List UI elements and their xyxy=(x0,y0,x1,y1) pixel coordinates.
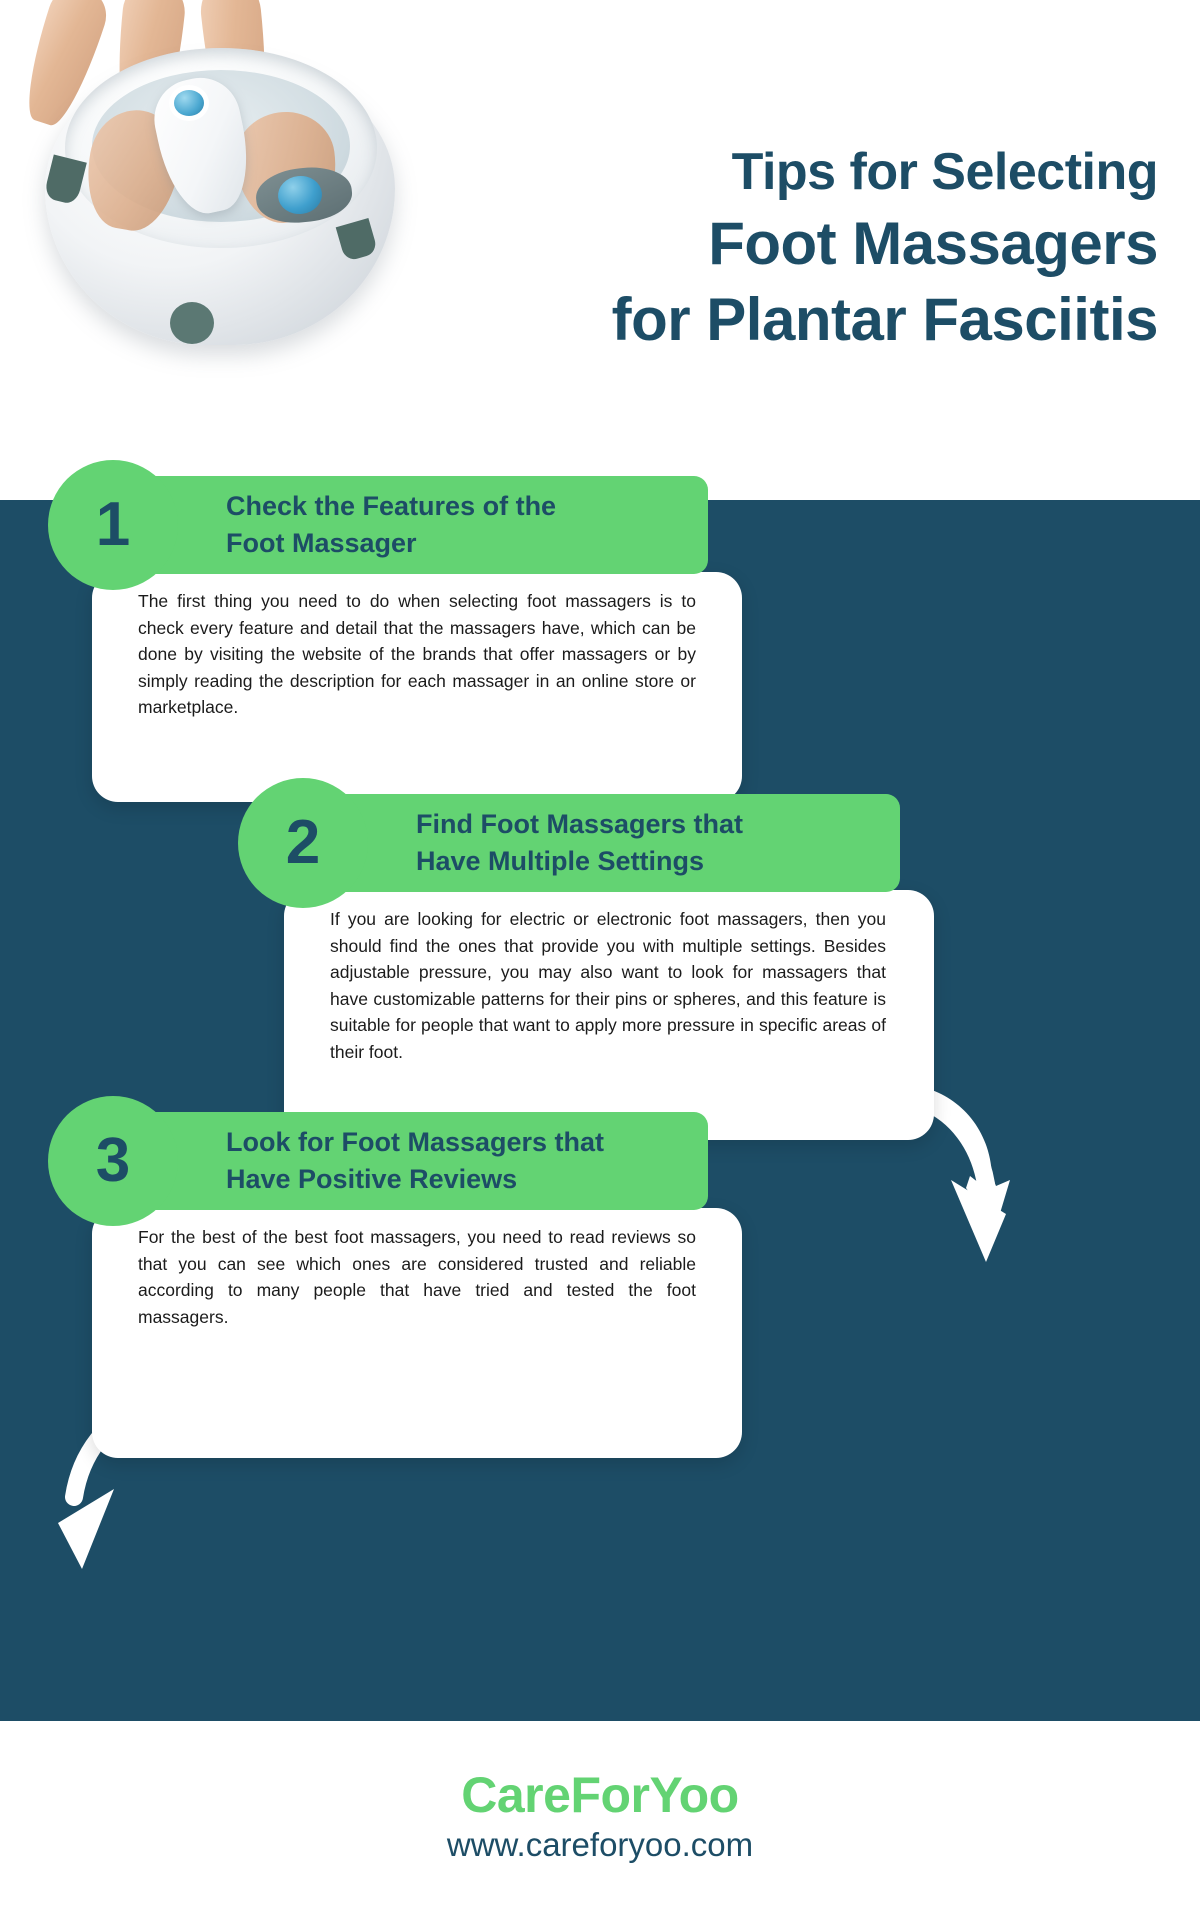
blue-jet-knob xyxy=(174,90,204,116)
step-body-text: The first thing you need to do when sele… xyxy=(138,591,696,718)
step-heading-line-1: Find Foot Massagers that xyxy=(416,809,744,840)
title-line-2: Foot Massagers xyxy=(708,210,1158,277)
step-body-text: For the best of the best foot massagers,… xyxy=(138,1227,696,1327)
step-card-2: Find Foot Massagers that Have Multiple S… xyxy=(0,778,1200,1140)
step-number-badge: 2 xyxy=(238,778,368,908)
step-card-body xyxy=(92,1208,742,1458)
step-card-body xyxy=(284,890,934,1140)
brand-website-url[interactable]: www.careforyoo.com xyxy=(446,1825,754,1863)
step-heading-line-1: Look for Foot Massagers that xyxy=(226,1127,605,1158)
tub-leg-bottom xyxy=(170,302,214,344)
step-card-1: Check the Features of the Foot Massager … xyxy=(0,460,1200,802)
steps-section: Check the Features of the Foot Massager … xyxy=(0,460,1200,1721)
step-header-bar: Find Foot Massagers that Have Multiple S… xyxy=(298,794,900,892)
step-header-bar: Look for Foot Massagers that Have Positi… xyxy=(108,1112,708,1210)
step-header-bar: Check the Features of the Foot Massager xyxy=(108,476,708,574)
step-number: 3 xyxy=(95,1126,131,1195)
footer-section: CareForYoo www.careforyoo.com xyxy=(0,1721,1200,1912)
step-heading: Check the Features of the Foot Massager xyxy=(226,488,556,561)
foot-spa-massager-photo xyxy=(10,0,430,400)
step-number: 1 xyxy=(95,490,131,559)
brand-logo-text: CareForYoo xyxy=(461,1767,739,1824)
page-title: Tips for Selecting Foot Massagers for Pl… xyxy=(398,143,1159,353)
step-heading: Look for Foot Massagers that Have Positi… xyxy=(226,1124,604,1197)
step-heading: Find Foot Massagers that Have Multiple S… xyxy=(416,806,743,879)
header-section: Tips for Selecting Foot Massagers for Pl… xyxy=(0,0,1200,500)
step-heading-line-1: Check the Features of the xyxy=(226,491,557,522)
title-line-1: Tips for Selecting xyxy=(731,143,1159,201)
title-line-3: for Plantar Fasciitis xyxy=(611,286,1159,353)
step-number: 2 xyxy=(285,808,321,877)
step-card-body xyxy=(92,572,742,802)
step-body-text: If you are looking for electric or elect… xyxy=(330,909,886,1062)
step-heading-line-2: Have Positive Reviews xyxy=(226,1164,518,1194)
step-heading-line-2: Have Multiple Settings xyxy=(416,846,705,876)
step-number-badge: 3 xyxy=(48,1096,178,1226)
step-card-3: Look for Foot Massagers that Have Positi… xyxy=(0,1096,1200,1458)
step-number-badge: 1 xyxy=(48,460,178,590)
step-heading-line-2: Foot Massager xyxy=(226,528,417,558)
